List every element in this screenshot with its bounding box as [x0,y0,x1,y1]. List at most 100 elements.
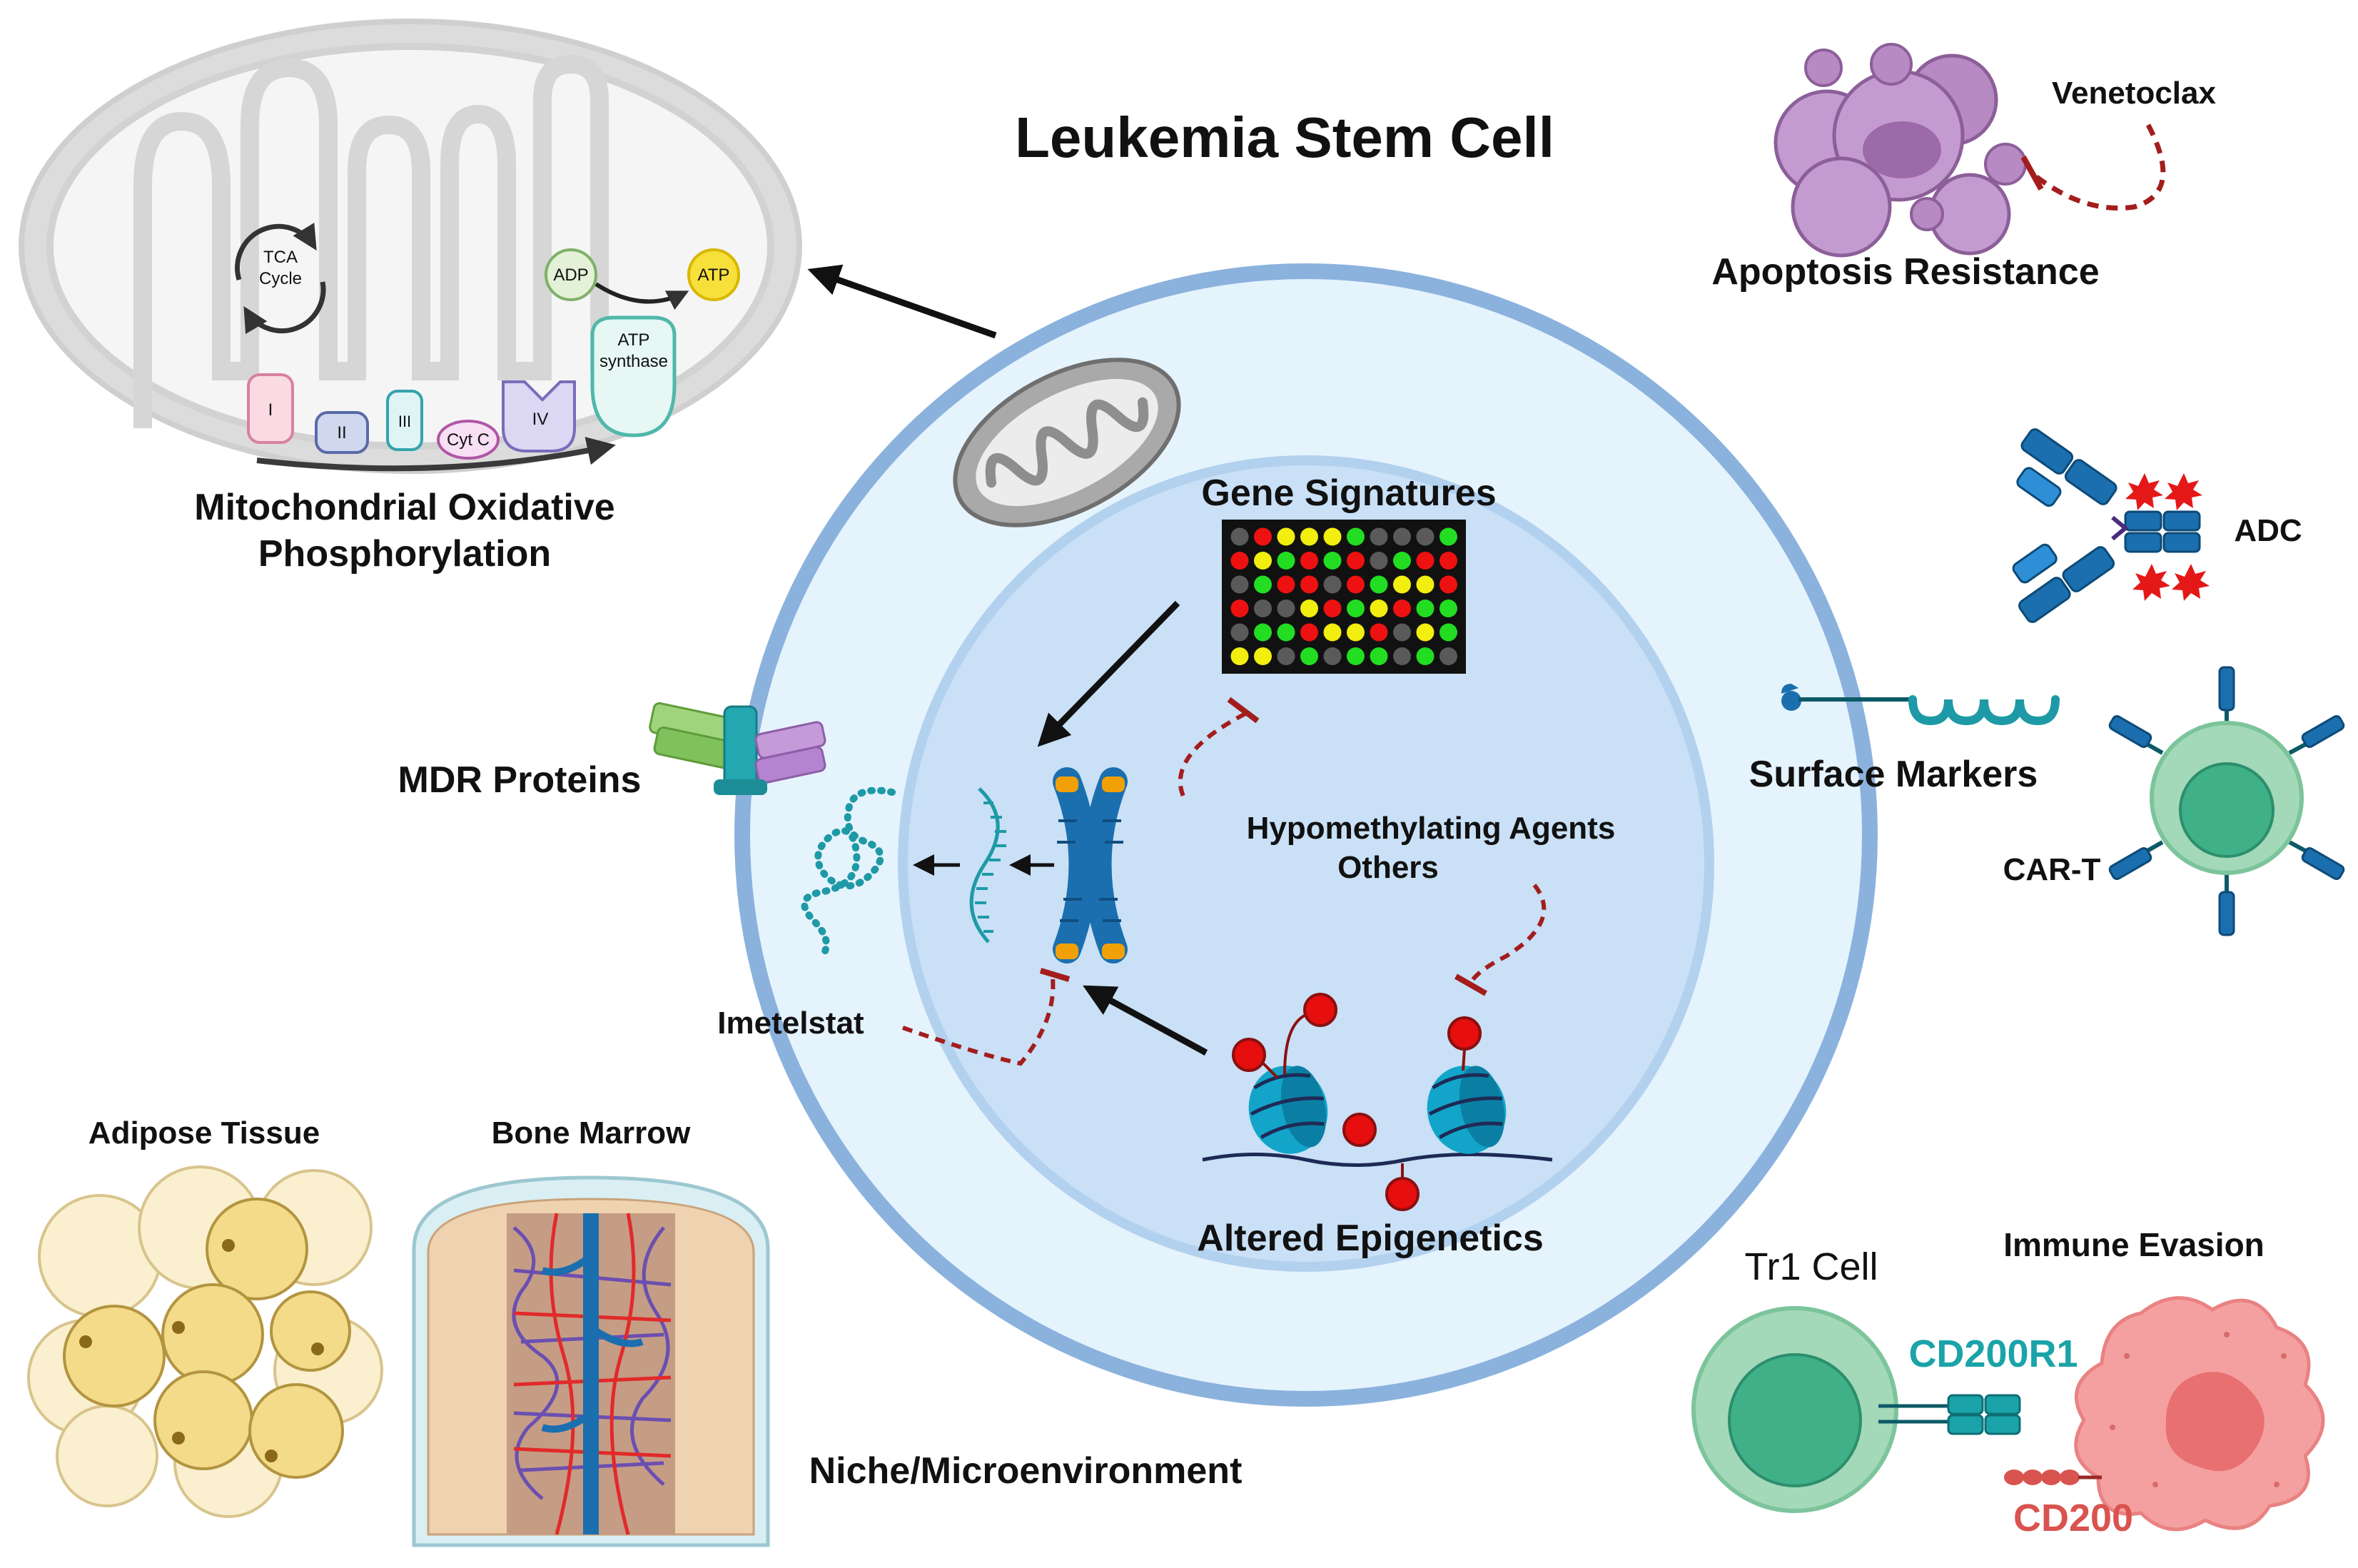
gene-signature-cell [1439,552,1457,570]
complex-iv-label: IV [532,410,549,429]
apoptosis-resistance-label: Apoptosis Resistance [1711,251,2099,293]
atp-synthase-label-line2: synthase [599,352,668,371]
cytochrome-c-icon [437,420,500,460]
tr1-cell-label: Tr1 Cell [1744,1245,1878,1288]
epigenetic-inhibition-bar [1454,973,1487,996]
complex-iii-icon [386,390,423,451]
bone-marrow-label: Bone Marrow [492,1116,691,1150]
gene-signature-cell [1277,623,1295,642]
gene-signature-cell [1370,600,1388,617]
adipose-tissue-label: Adipose Tissue [88,1116,320,1150]
mitochondrion-small-icon [953,358,1181,527]
gene-signature-cell [1393,552,1411,570]
gene-signature-cell [1230,552,1249,570]
epigenetic-inhibition-line [1468,884,1547,985]
complex-ii-label: II [337,423,346,442]
adp-label: ADP [553,265,588,285]
gene-signature-cell [1254,552,1272,570]
complex-ii-icon [315,411,369,454]
arrow-to-mitochondria [807,264,997,339]
cytochrome-c-label: Cyt C [447,430,490,450]
gene-signature-cell [1300,552,1318,570]
gene-signature-cell [1254,623,1272,642]
adc-antibody-icon [2012,428,2210,623]
imetelstat-inhibition-bar [1039,968,1071,982]
electron-transport-chain: I II III Cyt C IV [247,373,616,472]
surface-marker-icon [1781,684,2060,726]
gene-signature-cell [1323,552,1342,570]
imetelstat-label: Imetelstat [717,1006,864,1041]
cd200-label: CD200 [2013,1497,2133,1539]
complex-iii-label: III [398,413,411,430]
diagram-title: Leukemia Stem Cell [1015,106,1554,169]
gene-signature-cell [1300,527,1318,546]
tca-label-line1: TCA [263,248,298,267]
gene-signature-cell [1416,527,1434,546]
gene-signature-cell [1416,647,1434,665]
gene-signature-cell [1370,527,1388,546]
imetelstat-inhibition-line [902,977,1056,1066]
gene-signature-grid [1230,527,1457,665]
atp-molecule-icon [687,248,740,301]
tca-label-line2: Cycle [259,269,302,288]
gene-signature-cell [1370,552,1388,570]
gene-signature-cell [1254,575,1272,594]
cd200-ligand-icon [2004,1470,2102,1485]
arrow-gene-to-chromosome [1037,600,1180,747]
tr1-cell-icon [1691,1306,1898,1513]
car-t-cell-icon [2108,666,2345,936]
bone-marrow-icon [412,1175,770,1547]
gene-signature-cell [1370,575,1388,594]
surface-markers-label: Surface Markers [1749,754,2038,795]
gene-signature-cell [1323,527,1342,546]
gene-signature-cell [1277,600,1295,617]
gene-signature-cell [1230,600,1249,617]
cd200r1-receptor-icon [1878,1394,2021,1435]
gene-signature-cell [1347,575,1365,594]
gene-inhibition-bar [1227,697,1260,724]
gene-signature-cell [1277,647,1295,665]
complex-i-icon [247,373,294,444]
gene-signature-cell [1300,575,1318,594]
gene-signature-cell [1347,527,1365,546]
adc-label: ADC [2234,513,2302,548]
gene-signature-cell [1416,552,1434,570]
gene-signature-cell [1230,527,1249,546]
mdr-transporter-icon [649,702,826,795]
mito-oxphos-label-line2: Phosphorylation [258,533,551,575]
tumor-cell-icon [2074,1296,2325,1532]
venetoclax-label: Venetoclax [2052,76,2216,111]
chromosome-icon [1053,767,1128,963]
leukemia-stem-cell [734,263,1878,1407]
gene-signature-cell [1277,575,1295,594]
venetoclax-inhibition-line [2032,123,2166,211]
gene-signature-cell [1323,600,1342,617]
adp-molecule-icon [545,248,597,301]
gene-signature-cell [1393,623,1411,642]
atp-synthase-label-line1: ATP [618,330,650,350]
cd200r1-label: CD200R1 [1908,1332,2078,1375]
arrow-epigenetics-to-chromosome [1083,985,1208,1056]
gene-signature-cell [1393,647,1411,665]
gene-signature-cell [1300,647,1318,665]
mdr-proteins-label: MDR Proteins [398,759,642,801]
gene-signatures-label: Gene Signatures [1201,472,1496,514]
gene-signature-cell [1439,575,1457,594]
nucleosome-icon [1202,993,1553,1211]
gene-signature-cell [1277,552,1295,570]
gene-signature-cell [1439,527,1457,546]
gene-signature-cell [1347,552,1365,570]
gene-signature-cell [1439,647,1457,665]
gene-signature-cell [1230,623,1249,642]
electron-flow-arrow [256,437,616,472]
gene-signature-cell [1393,527,1411,546]
dna-strand-icon [969,787,1006,944]
atp-synthase-icon: ATP synthase [590,315,677,437]
gene-signature-cell [1254,647,1272,665]
gene-signature-cell [1347,600,1365,617]
immune-evasion-label: Immune Evasion [2003,1226,2265,1263]
gene-signature-cell [1370,623,1388,642]
gene-signature-cell [1254,527,1272,546]
gene-signature-cell [1393,600,1411,617]
